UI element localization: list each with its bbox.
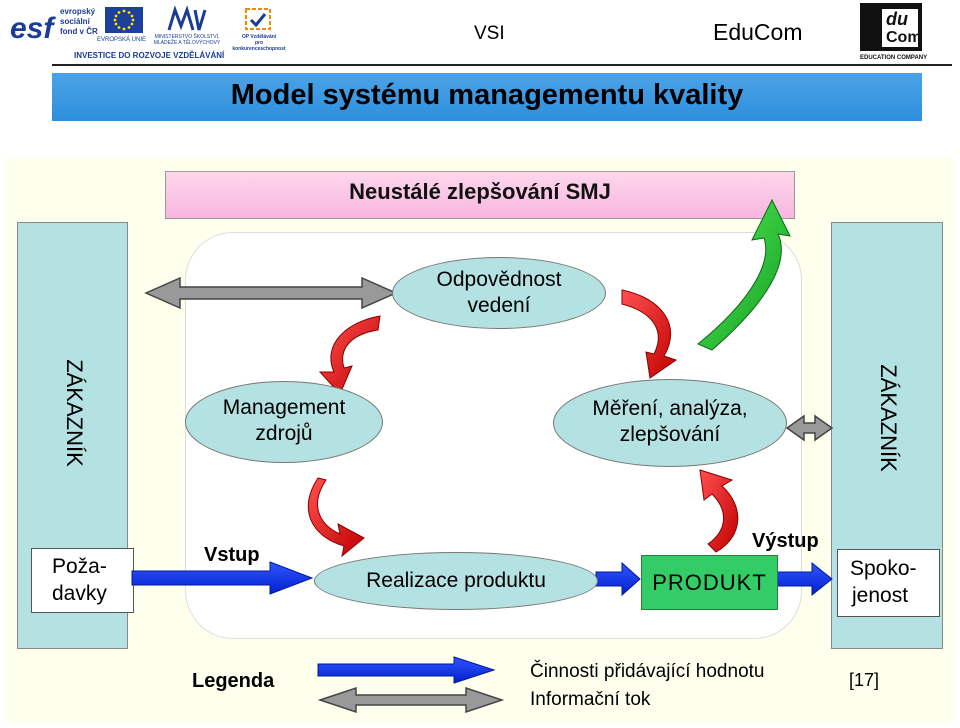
node-leadership-line-1: Odpovědnost [436,268,562,291]
op-line-2: pro konkurenceschopnost [232,40,286,52]
educom-logo: du Com EDUCATION COMPANY [858,3,950,63]
info-arrow-measurement [785,414,834,442]
product-box: PRODUKT [641,555,778,610]
node-measurement: Měření, analýza, zlepšování [553,379,787,467]
requirements-line-1: Poža- [52,555,107,578]
satisfaction-line-1: Spoko- [850,557,917,580]
info-arrow-leadership [144,276,398,310]
node-realization-text: Realizace produktu [366,569,546,592]
educom-company: EDUCATION COMPANY [860,55,928,61]
educom-logo-box [882,9,918,47]
node-resources: Management zdrojů [185,381,383,463]
esf-logo-text: esf [10,12,54,45]
esf-line-1: evropský [60,7,96,16]
node-realization: Realizace produktu [314,552,598,610]
educom-logo-com: Com [886,29,922,46]
satisfaction-line-2: jenost [852,584,909,607]
slide-title: Model systému managementu kvality [230,79,744,111]
header-divider [52,64,952,66]
requirements-line-2: davky [52,582,107,605]
input-arrow [131,561,314,595]
node-resources-line-1: Management [222,396,346,419]
legend-info-arrow [317,686,505,714]
cycle-arrow-leadership-to-measurement [621,289,678,379]
invest-text: INVESTICE DO ROZVOJE VZDĚLÁVÁNÍ [74,51,225,60]
output-label: Výstup [752,530,819,552]
esf-lines: evropský sociální fond v ČR [60,7,100,37]
cycle-arrow-resources-to-realization [307,477,365,558]
requirements-box: Poža- davky [31,548,134,613]
node-leadership-line-2: vedení [467,294,531,317]
esf-logo: esf [10,6,58,46]
title-bar: Model systému managementu kvality [52,73,922,121]
cycle-arrow-realization-to-measurement [699,469,739,553]
op-label: OP Vzdělávání pro konkurenceschopnost [230,34,288,52]
msmt-logo-icon [165,4,209,34]
improvement-ribbon-text: Neustálé zlepšování SMJ [349,179,611,204]
educom-logo-du: du [886,9,908,29]
eu-label: EVROPSKÁ UNIE [97,37,147,43]
msmt-label: MINISTERSTVO ŠKOLSTVÍ, MLÁDEŽE A TĚLOVÝC… [153,34,221,46]
legend-info-label: Informační tok [530,689,651,710]
eu-stars-icon [113,9,135,31]
node-measurement-line-1: Měření, analýza, [592,397,748,420]
product-label: PRODUKT [652,570,767,595]
educom-label: EduCom [713,19,803,45]
improvement-ribbon: Neustálé zlepšování SMJ [165,171,795,219]
esf-line-3: fond v ČR [60,27,98,36]
node-leadership: Odpovědnost vedení [392,257,606,329]
op-logo-icon [243,6,273,32]
satisfaction-box: Spoko- jenost [837,549,940,617]
eu-flag-icon [105,7,143,33]
realization-to-product-arrow [595,561,641,597]
esf-line-2: sociální [60,17,90,26]
input-label: Vstup [204,544,260,566]
citation: [17] [849,670,880,690]
legend-value-label: Činnosti přidávající hodnotu [530,661,765,682]
op-line-1: OP Vzdělávání [241,34,277,40]
invest-bar: INVESTICE DO ROZVOJE VZDĚLÁVÁNÍ [62,50,240,62]
legend-title: Legenda [192,670,275,692]
legend-value-arrow [317,656,496,684]
vsi-label: VSI [474,23,505,44]
improvement-arrow [697,198,791,351]
node-measurement-line-2: zlepšování [619,423,721,446]
node-resources-line-2: zdrojů [255,422,313,445]
output-arrow [775,561,833,597]
